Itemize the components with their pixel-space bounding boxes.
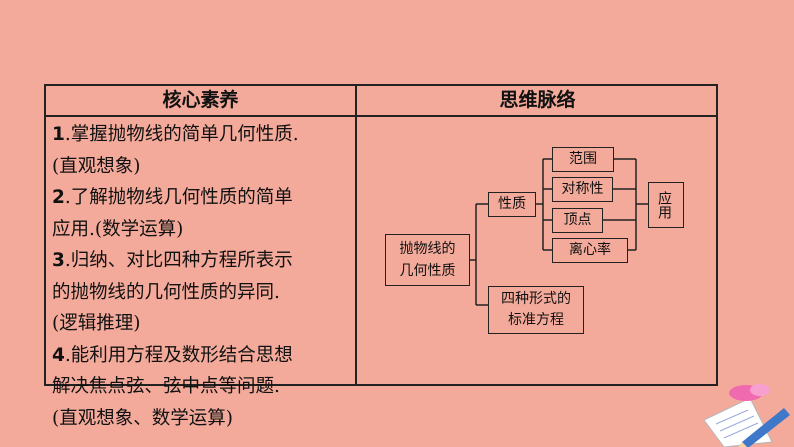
core-literacy-list: 1.掌握抛物线的简单几何性质. (直观想象) 2.了解抛物线几何性质的简单 应用…: [52, 119, 352, 434]
property-branch-lines: [536, 158, 552, 251]
literacy-line: 4.能利用方程及数形结合思想: [52, 344, 293, 366]
paper-pencil-decoration: [703, 384, 790, 447]
table-header-row: [46, 86, 716, 117]
root-node: 抛物线的几何性质: [385, 234, 470, 286]
literacy-line: 2.了解抛物线几何性质的简单: [52, 187, 293, 208]
content-table: 核心素养 思维脉络 1.掌握抛物线的简单几何性质. (直观想象) 2.了解抛物线…: [44, 84, 718, 429]
literacy-line: 应用.(数学运算): [52, 218, 184, 240]
literacy-line: 的抛物线的几何性质的异同.: [52, 281, 280, 303]
application-branch-lines: [603, 158, 648, 251]
vertex-node: 顶点: [552, 208, 603, 233]
range-node: 范围: [552, 147, 614, 172]
standard-forms-node: 四种形式的标准方程: [488, 286, 584, 334]
application-node: 应用: [648, 182, 684, 228]
root-branch-lines: [470, 203, 488, 306]
literacy-line: (逻辑推理): [52, 313, 141, 334]
eccentricity-node: 离心率: [552, 238, 628, 263]
literacy-line: 3.归纳、对比四种方程所表示: [52, 250, 293, 271]
thinking-context-header: 思维脉络: [499, 89, 576, 111]
literacy-line: 解决焦点弦、弦中点等问题.: [52, 376, 280, 397]
literacy-line: (直观想象、数学运算): [52, 407, 233, 429]
core-literacy-header: 核心素养: [162, 89, 239, 111]
properties-node: 性质: [488, 192, 536, 217]
literacy-line: (直观想象): [52, 155, 141, 177]
literacy-line: 1.掌握抛物线的简单几何性质.: [52, 124, 299, 145]
column-divider: [355, 86, 357, 384]
symmetry-node: 对称性: [552, 177, 613, 202]
